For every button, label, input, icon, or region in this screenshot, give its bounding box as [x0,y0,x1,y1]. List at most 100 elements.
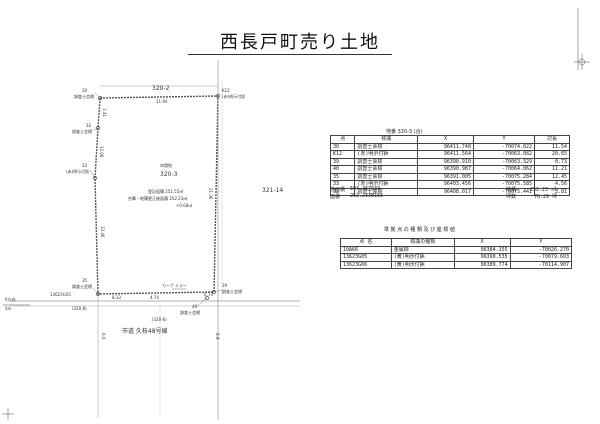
table-row: 39 調査士会標 96390.910 -70063.329 0.73 [329,157,570,166]
table2-header-name: 点 名 [340,238,392,247]
table1-cell: (赤)明示付鋲 [354,150,419,159]
table1-header-row: 点 標識 X Y 辺長 [329,135,570,144]
dim-top: 11.94 [156,99,168,104]
table1-foot-left-a: 倍面積 [330,187,346,193]
table1-foot-value-a: 252.23 ㎡ [530,187,557,193]
table1-cell: 0.73 [534,157,570,166]
table1-header-point: 点 [329,135,356,144]
dim-bottom-b: 4.74 [150,295,159,300]
table1-cell: 96411.748 [417,142,474,151]
leader-35 [92,287,99,295]
table1-cell: 96390.987 [417,165,474,174]
table2: 点 名 標識の種類 X Y 10A66 金属標 96384.155 -70026… [340,238,573,269]
leader-32 [92,127,99,131]
table2-cell: 13623G05 [340,253,392,262]
table2-cell: 10A66 [340,245,392,254]
table-row: 40 調査士会標 96390.987 -70064.062 11.21 [329,165,570,174]
point-k12-id: K12 [222,88,230,93]
table1-cell: 20.65 [534,150,570,159]
table1-cell: -70064.062 [472,165,536,174]
curve-mirror-label: カーブ ミラー [162,283,188,288]
point-marker-33 [93,176,97,180]
table2-cell: 96390.535 [453,253,511,262]
leader-39 [213,289,223,293]
point-40-desc: 調査士会標 [180,310,200,315]
table2-header-x: X [453,238,511,247]
leader-33 [89,169,96,179]
table1-cell: -70063.329 [472,157,536,166]
table2-header-type: 標識の種類 [390,238,455,247]
table2-header-row: 点 名 標識の種類 X Y [340,238,573,247]
table2-cell: (黄)明示付鋲 [390,260,455,269]
parcel-boundary [94,95,219,295]
table2-cell: -70026.270 [509,245,573,254]
scale-label: 6方向 [5,297,16,302]
dim-left-c: 12.46 [100,226,105,238]
point-30-desc: 調査士会標 [74,94,94,99]
table-row: 13623G06 (黄)明示付鋲 96389.774 -70114.907 [340,260,573,269]
table1-header-x: X [417,135,474,144]
table1-foot-left-b: 504.467633 [350,186,381,192]
leader-30 [94,92,101,99]
table1-cell: 調査士会標 [354,172,419,181]
neighbor-south-label: (320-6) [152,317,167,322]
table1-foot-left-c: 面積 [330,194,341,200]
point-33-desc: (赤)明示付鋲 [66,169,90,174]
table1-caption: 地番 320-3 (合) [386,129,423,135]
table1-foot-label-a: 地積 [506,187,517,193]
table1-cell: 96411.564 [417,150,474,159]
table1-foot-left-d: 252.2338165 [350,193,384,199]
table-row: 33 (赤)明示付鋲 96403.456 -70075.585 4.56 [329,180,570,189]
point-33-id: 33 [82,163,88,168]
point-39-desc: 調査士会標 [222,289,242,294]
table1-foot-value-b: 76.29 坪 [534,194,558,200]
table1-header-y: Y [472,135,536,144]
point-35-id: 35 [82,278,88,283]
parcel-name-label: 320-3 [160,171,178,178]
table1-foot-label-b: 坪数 [506,194,517,200]
road-name-label: 市道 久枝48号線 [122,328,168,335]
table2-cell: 13623G06 [340,260,392,269]
table2-caption: 準 拠 点 の 種 類 及 び 座 標 値 [384,227,455,233]
table1-cell: -70075.585 [472,180,536,189]
point-marker-30 [98,96,102,100]
table-row: 32 調査士会標 96408.017 -70075.441 3.81 [329,187,570,196]
table1-cell: 調査士会標 [354,142,419,151]
table1-header-mark: 標識 [354,135,419,144]
dim-road-a: 6.0 [101,333,106,340]
table-row: 10A66 金属標 96384.155 -70026.270 [340,245,573,254]
table2-cell: 金属標 [390,245,455,254]
table1-cell: 96391.005 [417,172,474,181]
table2-cell: -70114.907 [509,260,573,269]
table1-cell: 11.21 [534,165,570,174]
table1-cell: -70075.441 [472,187,536,196]
dim-bottom-a: 8.33 [112,295,121,300]
table2-cell: (黄)明示付鋲 [390,253,455,262]
table1-cell: 11.54 [534,142,570,151]
neighbor-east-label: 321-14 [262,187,284,194]
table1-header-length: 辺長 [534,135,570,144]
point-40-id: 40 [192,304,198,309]
table-row: 35 調査士会標 96391.005 -70075.284 12.45 [329,172,570,181]
table-row: 30 調査士会標 96411.748 -70074.822 11.54 [329,142,570,151]
table1: 点 標識 X Y 辺長 30 調査士会標 96411.748 -70074.82… [329,135,570,196]
table-row: K12 (赤)明示付鋲 96411.564 -70063.082 20.65 [329,150,570,159]
area-diff-label: +0.68㎡ [176,203,193,208]
dim-bottom-c: 0.73 [204,292,213,297]
neighbor-north-label: 320-2 [152,85,170,92]
neighbor-southwest-label: (320-8) [72,306,87,311]
point-13623g05-id: 13623G05 [50,292,71,297]
table1-cell: 調査士会標 [354,165,419,174]
page-title: 西長戸町売り土地 [220,32,380,53]
point-32-desc: 調査士会標 [72,129,92,134]
table1-cell: 12.45 [534,172,570,181]
table1-cell: -70063.082 [472,150,536,159]
point-32-id: 32 [86,123,92,128]
point-marker-k12 [216,94,220,98]
table1-cell: -70074.822 [472,142,536,151]
corner-mark-tr-circle [578,58,586,66]
table2-cell: 96389.774 [453,260,511,269]
dim-right: 21.36 [208,188,213,200]
table1-cell: 調査士会標 [354,157,419,166]
table1-cell: K12 [329,150,356,159]
